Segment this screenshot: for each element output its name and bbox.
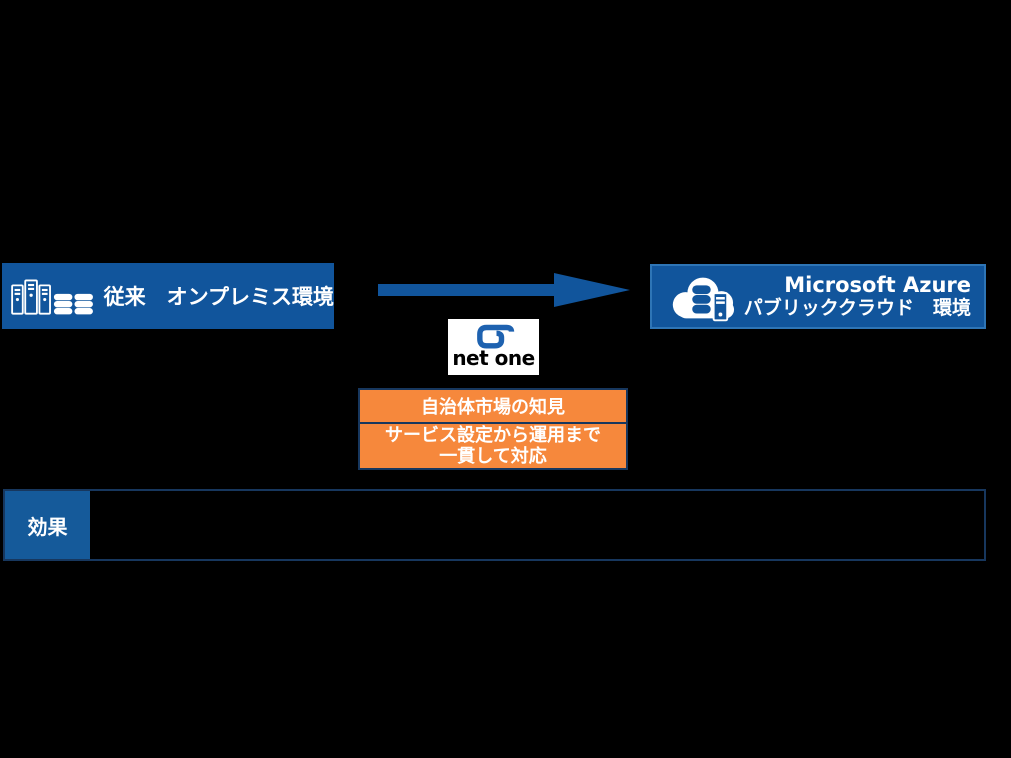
netone-logo-text: net one (452, 346, 535, 370)
capability-row1-label: 自治体市場の知見 (421, 397, 565, 418)
onpremises-box: 従来 オンプレミス環境 (2, 263, 334, 329)
azure-title: Microsoft Azure (784, 273, 971, 298)
server-and-database-icon (11, 279, 93, 315)
capability-row-service: サービス設定から運用まで 一貫して対応 (360, 424, 626, 468)
capability-row2-line2: 一貫して対応 (439, 446, 547, 467)
effect-box: 効果 (3, 489, 986, 561)
capability-row-knowledge: 自治体市場の知見 (360, 390, 626, 424)
capabilities-panel: 自治体市場の知見 サービス設定から運用まで 一貫して対応 (358, 388, 628, 470)
azure-box-text: Microsoft Azure パブリッククラウド 環境 (744, 274, 971, 319)
onpremises-label: 従来 オンプレミス環境 (103, 285, 334, 309)
netone-logo: net one (448, 319, 539, 375)
cloud-with-database-and-server-icon (672, 277, 735, 321)
azure-box: Microsoft Azure パブリッククラウド 環境 (650, 264, 986, 329)
effect-label: 効果 (5, 491, 90, 559)
netone-g-mark-icon (476, 324, 514, 349)
azure-subtitle: パブリッククラウド 環境 (743, 296, 971, 319)
capability-row2-line1: サービス設定から運用まで (385, 425, 601, 446)
arrow-right-icon (378, 273, 630, 307)
